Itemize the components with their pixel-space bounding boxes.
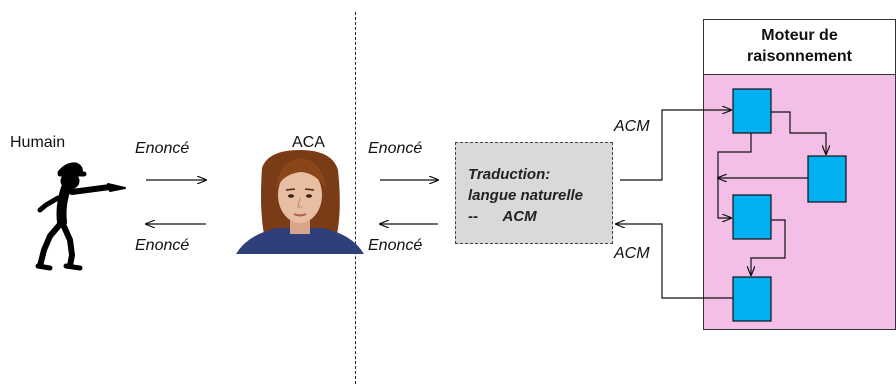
translation-line-1: Traduction: [468,166,551,183]
left-top-enonce-label: Enoncé [135,140,190,157]
engine-node-4 [732,276,772,322]
acm-in-connector [616,224,734,299]
mid-bottom-enonce-label: Enoncé [368,237,423,254]
mid-top-enonce-label: Enoncé [368,140,423,157]
female-avatar-icon [236,150,364,254]
engine-node-3 [732,194,772,240]
translation-box: Traduction: langue naturelle -- ACM [455,142,613,244]
flow-node1-to-node3 [717,133,752,218]
engine-node-1 [732,88,772,134]
engine-title-line-1: Moteur de [761,27,838,44]
vertical-divider [355,12,356,384]
pointing-stick-figure-icon [35,162,126,271]
flow-node3-to-node4 [751,219,786,275]
acm-out-connector [620,110,731,181]
flow-node1-to-node2 [771,111,826,154]
engine-node-2 [807,155,847,203]
reasoning-engine-header: Moteur de raisonnement [703,19,896,75]
human-label: Humain [10,134,66,151]
translation-line-3: -- ACM [468,208,537,225]
aca-label: ACA [292,134,325,151]
translation-line-2: langue naturelle [468,187,584,204]
translation-text: Traduction: langue naturelle -- ACM [468,164,583,227]
left-bottom-enonce-label: Enoncé [135,237,190,254]
acm-top-label: ACM [614,118,650,135]
engine-title-line-2: raisonnement [747,48,852,65]
acm-bottom-label: ACM [614,245,650,262]
